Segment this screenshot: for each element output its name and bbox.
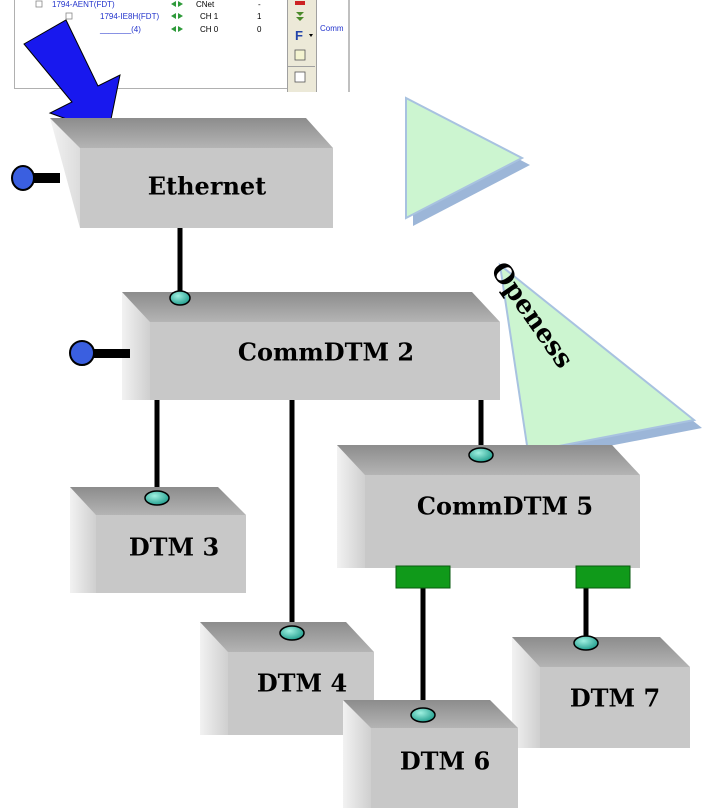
tree-row-name: 1794-IE8H(FDT) — [100, 12, 159, 21]
document-icon[interactable] — [294, 49, 306, 61]
link-arrows-icon — [171, 13, 183, 19]
blue-arrow — [23, 19, 121, 135]
connector-node — [169, 290, 191, 306]
commdtm5-box[interactable]: CommDTM 5 — [337, 445, 640, 568]
openness-triangle-bottom — [498, 262, 702, 460]
tree-row-value: 1 — [257, 12, 262, 21]
tree-row-channel: CH 1 — [200, 12, 219, 21]
tree-row[interactable]: _______(4) CH 0 0 — [99, 25, 262, 34]
stop-icon[interactable] — [295, 1, 305, 5]
tree-row[interactable]: 1794-AENT(FDT) CNet - — [35, 0, 261, 9]
dtm3-box[interactable]: DTM 3 — [70, 487, 246, 593]
dtm6-label: DTM 6 — [400, 747, 490, 776]
ethernet-port — [11, 165, 60, 191]
tree-row-name: 1794-AENT(FDT) — [52, 0, 115, 9]
connector-node — [468, 447, 494, 463]
connector-node — [410, 707, 436, 723]
tree-row-channel: CNet — [196, 0, 215, 9]
tree-row-channel: CH 0 — [200, 25, 219, 34]
commdtm2-box[interactable]: CommDTM 2 — [122, 292, 500, 400]
dtm7-box[interactable]: DTM 7 — [512, 637, 690, 748]
page-icon[interactable] — [294, 71, 306, 83]
commdtm5-label: CommDTM 5 — [417, 492, 593, 521]
link-arrows-icon — [171, 1, 183, 7]
ethernet-label: Ethernet — [148, 172, 267, 201]
commdtm2-port — [69, 340, 130, 366]
tree-row[interactable]: 1794-IE8H(FDT) CH 1 1 — [65, 12, 262, 21]
connector-node — [279, 625, 305, 641]
connection-lines — [154, 228, 589, 715]
tree-row-name: _______(4) — [99, 25, 141, 34]
dtm3-label: DTM 3 — [129, 533, 219, 562]
download-icon[interactable] — [296, 12, 304, 21]
function-f-icon[interactable]: F — [295, 28, 303, 43]
chevron-down-icon[interactable] — [309, 34, 313, 37]
tree-row-value: - — [258, 0, 261, 9]
ethernet-box[interactable]: Ethernet — [50, 118, 333, 228]
openness-triangle-top — [405, 96, 530, 226]
commdtm5-port-left — [395, 565, 451, 589]
dtm7-label: DTM 7 — [570, 684, 660, 713]
tree-row-value: 0 — [257, 25, 262, 34]
commdtm5-port-right — [575, 565, 631, 589]
commdtm2-label: CommDTM 2 — [238, 338, 414, 367]
side-panel-text: Comm — [320, 24, 344, 33]
link-arrows-icon — [171, 26, 183, 32]
dtm4-label: DTM 4 — [257, 669, 347, 698]
connector-node — [144, 490, 170, 506]
connector-node — [573, 635, 599, 651]
vertical-toolbar: F — [287, 0, 317, 92]
